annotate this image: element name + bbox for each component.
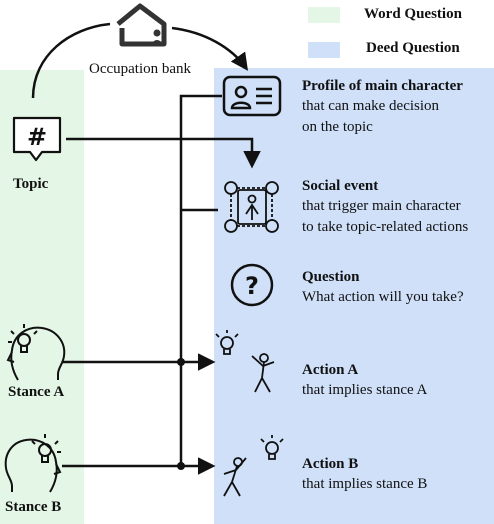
action-a-desc: that implies stance A	[302, 382, 428, 398]
question-desc: What action will you take?	[302, 289, 464, 305]
stance-b-label: Stance B	[5, 499, 62, 515]
profile-block: Profile of main character that can make …	[302, 77, 463, 138]
legend-label-word: Word Question	[364, 6, 462, 22]
action-b-block: Action B that implies stance B	[302, 455, 427, 495]
action-b-title: Action B	[302, 456, 359, 472]
question-mark-icon: ?	[230, 263, 274, 307]
profile-desc-line1: that can make decision	[302, 98, 440, 114]
profile-desc-line2: on the topic	[302, 119, 373, 135]
social-network-icon	[224, 181, 279, 233]
head-lightbulb-icon-b	[4, 434, 62, 493]
stance-a-junction	[177, 358, 185, 366]
action-a-block: Action A that implies stance A	[302, 361, 427, 401]
question-title: Question	[302, 269, 360, 285]
svg-text:?: ?	[245, 272, 259, 300]
svg-text:#: #	[27, 123, 47, 151]
social-event-title: Social event	[302, 178, 379, 194]
action-b-desc: that implies stance B	[302, 476, 428, 492]
hashtag-icon: #	[12, 116, 62, 162]
legend-label-deed: Deed Question	[366, 40, 460, 56]
bank-to-profile-arrow	[171, 26, 249, 71]
profile-title: Profile of main character	[302, 78, 463, 94]
legend-swatch-word	[308, 7, 340, 23]
social-event-desc-line1: that trigger main character	[302, 198, 461, 214]
social-event-block: Social event that trigger main character…	[302, 177, 468, 238]
person-idea-icon-a	[215, 330, 275, 393]
topic-label: Topic	[13, 176, 49, 192]
stance-a-label: Stance A	[8, 384, 65, 400]
topic-to-social-event-arrow	[66, 137, 261, 169]
id-card-icon	[222, 75, 282, 117]
topic-to-bank-curve	[31, 22, 111, 99]
head-lightbulb-icon-a	[6, 324, 66, 381]
bracket-vertical-line	[179, 94, 222, 467]
legend-swatch-deed	[308, 42, 340, 58]
question-block: Question What action will you take?	[302, 268, 464, 308]
house-person-icon	[116, 3, 167, 47]
stance-b-junction	[177, 462, 185, 470]
action-a-title: Action A	[302, 362, 359, 378]
occupation-bank-label: Occupation bank	[89, 61, 192, 77]
deed-question-panel	[214, 68, 494, 524]
person-idea-icon-b	[223, 435, 284, 497]
social-event-desc-line2: to take topic-related actions	[302, 219, 469, 235]
